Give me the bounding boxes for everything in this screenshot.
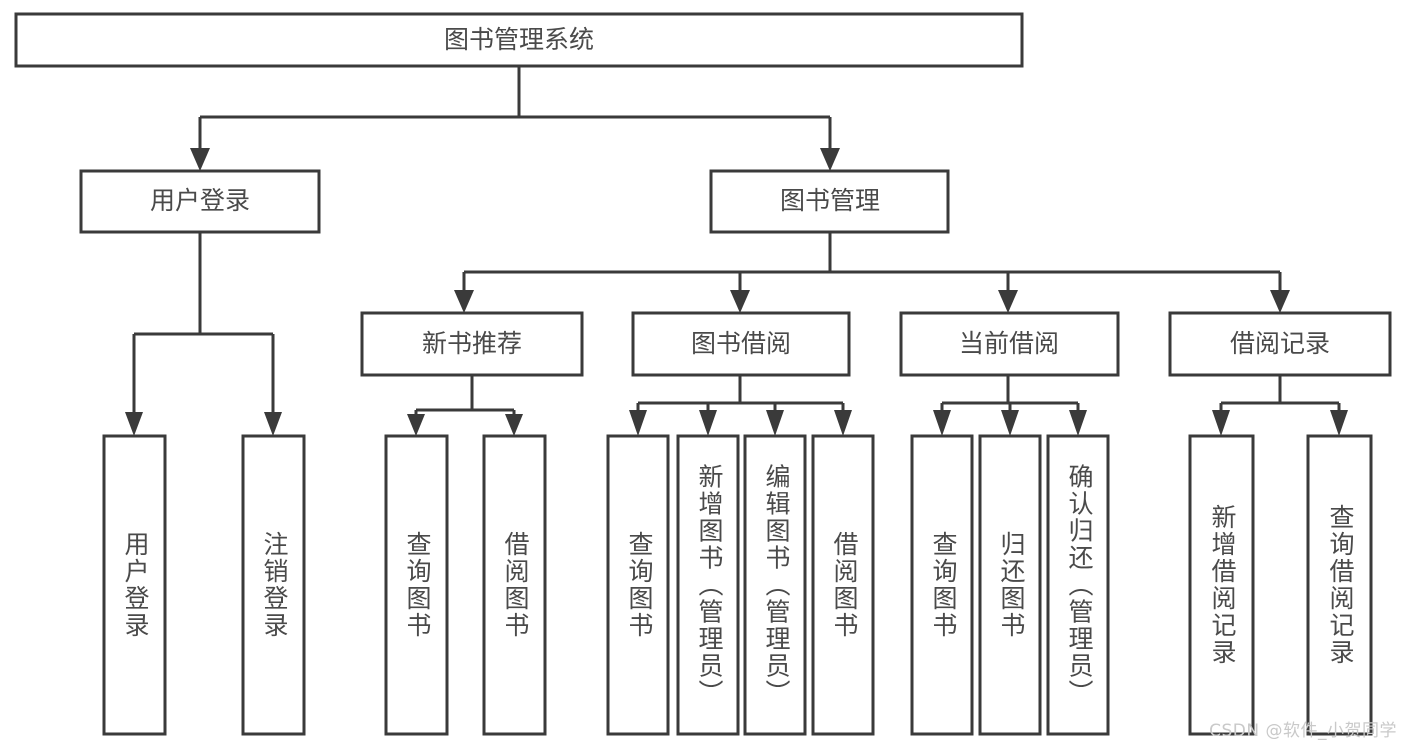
connector-group-borrow-record <box>1212 375 1348 436</box>
arrow-leaf-query-record <box>1330 410 1348 436</box>
node-current-borrow-label: 当前借阅 <box>959 329 1059 358</box>
node-book-management[interactable]: 图书管理 <box>709 169 950 234</box>
node-current-borrow-box[interactable] <box>899 311 1120 377</box>
node-leaf-add-borrow-record[interactable]: 新增借阅记录 <box>1188 434 1255 736</box>
connector-group-user-login <box>125 232 282 436</box>
node-book-management-box[interactable] <box>709 169 950 234</box>
node-leaf-logout-label: 注销登录 <box>260 531 289 639</box>
node-borrow-record[interactable]: 借阅记录 <box>1168 311 1392 377</box>
arrow-leaf-add-record <box>1212 410 1230 436</box>
connector-group-book-mgmt <box>454 232 1290 313</box>
arrow-leaf-query-book-1 <box>407 414 425 436</box>
node-leaf-logout-box[interactable] <box>241 434 306 736</box>
arrow-to-book-mgmt <box>820 148 840 171</box>
node-leaf-query-book-borrow[interactable]: 查询图书 <box>606 434 670 736</box>
node-leaf-query-borrow-record-box[interactable] <box>1306 434 1373 736</box>
node-leaf-add-borrow-record-box[interactable] <box>1188 434 1255 736</box>
arrow-to-borrow-record <box>1270 290 1290 313</box>
node-leaf-edit-book-box[interactable] <box>743 434 807 736</box>
node-leaf-borrow-book-rec-label: 借阅图书 <box>501 531 530 639</box>
arrow-leaf-borrow-book-1 <box>505 414 523 436</box>
watermark-text: CSDN @软件_小贺同学 <box>1209 721 1397 741</box>
node-book-management-label: 图书管理 <box>780 186 880 215</box>
arrow-leaf-user-login <box>125 412 143 436</box>
arrow-leaf-add-book <box>699 410 717 436</box>
node-new-book-recommend[interactable]: 新书推荐 <box>360 311 584 377</box>
node-leaf-return-book-label: 归还图书 <box>997 531 1026 639</box>
node-leaf-borrow-book-rec-box[interactable] <box>482 434 547 736</box>
node-book-borrow-box[interactable] <box>631 311 851 377</box>
connector-group-current-borrow <box>933 375 1087 436</box>
arrow-leaf-logout <box>264 412 282 436</box>
node-leaf-borrow-book-box[interactable] <box>811 434 875 736</box>
connector-group-new-book-rec <box>407 375 523 436</box>
node-leaf-user-login[interactable]: 用户登录 <box>102 434 167 736</box>
node-leaf-borrow-book[interactable]: 借阅图书 <box>811 434 875 736</box>
node-leaf-query-book-borrow-label: 查询图书 <box>625 531 654 639</box>
node-leaf-query-book-current-box[interactable] <box>910 434 974 736</box>
arrow-leaf-return-book <box>1001 410 1019 436</box>
node-leaf-edit-book-label: 编辑图书（管理员） <box>762 464 791 707</box>
node-borrow-record-box[interactable] <box>1168 311 1392 377</box>
node-new-book-recommend-label: 新书推荐 <box>422 329 522 358</box>
node-leaf-add-borrow-record-label: 新增借阅记录 <box>1208 504 1237 666</box>
connector-group-root <box>190 66 840 171</box>
node-leaf-borrow-book-rec[interactable]: 借阅图书 <box>482 434 547 736</box>
node-leaf-return-book-box[interactable] <box>978 434 1042 736</box>
arrow-leaf-confirm-return <box>1069 410 1087 436</box>
arrow-to-user-login <box>190 148 210 171</box>
node-leaf-query-borrow-record-label: 查询借阅记录 <box>1326 504 1355 666</box>
node-leaf-query-book-current[interactable]: 查询图书 <box>910 434 974 736</box>
arrow-to-book-borrow <box>730 290 750 313</box>
arrow-leaf-query-book-3 <box>933 410 951 436</box>
node-leaf-return-book[interactable]: 归还图书 <box>978 434 1042 736</box>
node-leaf-query-book-rec-label: 查询图书 <box>403 531 432 639</box>
node-leaf-logout[interactable]: 注销登录 <box>241 434 306 736</box>
node-leaf-query-book-current-label: 查询图书 <box>929 531 958 639</box>
arrow-leaf-edit-book <box>766 410 784 436</box>
node-book-borrow-label: 图书借阅 <box>691 329 791 358</box>
node-leaf-confirm-return-label: 确认归还（管理员） <box>1065 464 1094 707</box>
node-new-book-recommend-box[interactable] <box>360 311 584 377</box>
node-leaf-edit-book[interactable]: 编辑图书（管理员） <box>743 434 807 736</box>
node-user-login-box[interactable] <box>79 169 321 234</box>
node-leaf-add-book-box[interactable] <box>676 434 740 736</box>
node-leaf-user-login-label: 用户登录 <box>121 531 150 639</box>
node-leaf-query-book-borrow-box[interactable] <box>606 434 670 736</box>
node-leaf-query-book-rec-box[interactable] <box>384 434 449 736</box>
node-leaf-borrow-book-label: 借阅图书 <box>830 531 859 639</box>
node-leaf-query-book-rec[interactable]: 查询图书 <box>384 434 449 736</box>
node-leaf-query-borrow-record[interactable]: 查询借阅记录 <box>1306 434 1373 736</box>
node-leaf-add-book-label: 新增图书（管理员） <box>695 464 724 707</box>
node-user-login-label: 用户登录 <box>150 186 250 215</box>
connector-group-book-borrow <box>629 375 852 436</box>
arrow-leaf-query-book-2 <box>629 410 647 436</box>
node-current-borrow[interactable]: 当前借阅 <box>899 311 1120 377</box>
node-leaf-add-book[interactable]: 新增图书（管理员） <box>676 434 740 736</box>
node-root-system[interactable]: 图书管理系统 <box>14 12 1024 68</box>
node-user-login[interactable]: 用户登录 <box>79 169 321 234</box>
node-leaf-confirm-return-box[interactable] <box>1046 434 1110 736</box>
node-borrow-record-label: 借阅记录 <box>1230 329 1330 358</box>
node-leaf-confirm-return[interactable]: 确认归还（管理员） <box>1046 434 1110 736</box>
node-root-system-label: 图书管理系统 <box>444 25 594 54</box>
node-book-borrow[interactable]: 图书借阅 <box>631 311 851 377</box>
arrow-leaf-borrow-book-2 <box>834 410 852 436</box>
node-leaf-user-login-box[interactable] <box>102 434 167 736</box>
arrow-to-current-borrow <box>998 290 1018 313</box>
node-root-system-box[interactable] <box>14 12 1024 68</box>
arrow-to-new-book-rec <box>454 290 474 313</box>
